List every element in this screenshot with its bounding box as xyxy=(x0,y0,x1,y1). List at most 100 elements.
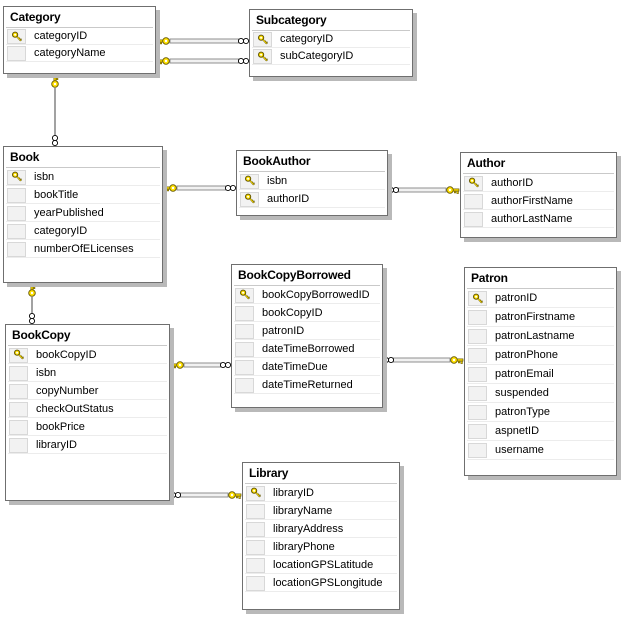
relationship-Category-Subcategory[interactable] xyxy=(156,57,250,65)
row-selector xyxy=(9,383,28,399)
row-selector xyxy=(235,359,254,375)
table-row[interactable]: locationGPSLongitude xyxy=(245,574,397,592)
table-row[interactable]: locationGPSLatitude xyxy=(245,556,397,574)
table-row[interactable]: libraryName xyxy=(245,502,397,520)
table-row[interactable]: isbn xyxy=(239,172,385,190)
table-row[interactable]: authorFirstName xyxy=(463,192,614,210)
table-BookCopy[interactable]: BookCopy bookCopyID isbn copyNumber checkOut… xyxy=(5,324,170,501)
table-row[interactable]: suspended xyxy=(467,384,614,403)
table-columns: isbn authorID xyxy=(239,171,385,213)
table-row[interactable]: dateTimeDue xyxy=(234,358,380,376)
primary-key-icon xyxy=(468,291,487,306)
column-name: copyNumber xyxy=(36,384,99,397)
table-row[interactable]: isbn xyxy=(8,364,167,382)
table-row[interactable]: patronPhone xyxy=(467,346,614,365)
table-Subcategory[interactable]: Subcategory categoryID subCategoryID xyxy=(249,9,413,77)
row-selector xyxy=(468,443,487,458)
primary-key-icon xyxy=(464,175,483,191)
table-row[interactable]: categoryID xyxy=(6,28,153,45)
column-name: username xyxy=(495,444,544,456)
table-row[interactable]: username xyxy=(467,441,614,460)
relationship-Book-BookAuthor[interactable] xyxy=(163,184,237,192)
table-title[interactable]: BookCopyBorrowed xyxy=(238,268,351,282)
column-name: isbn xyxy=(267,174,288,187)
table-title[interactable]: Book xyxy=(10,150,40,164)
table-row[interactable]: copyNumber xyxy=(8,382,167,400)
table-row[interactable]: checkOutStatus xyxy=(8,400,167,418)
table-title[interactable]: BookAuthor xyxy=(243,154,311,168)
table-BookAuthor[interactable]: BookAuthor isbn authorID xyxy=(236,150,388,216)
row-selector xyxy=(246,539,265,555)
table-row[interactable]: categoryID xyxy=(252,31,410,48)
table-title[interactable]: Library xyxy=(249,466,289,480)
table-row[interactable]: bookTitle xyxy=(6,186,160,204)
table-row[interactable]: dateTimeReturned xyxy=(234,376,380,394)
column-name: authorLastName xyxy=(491,212,573,225)
table-row[interactable]: categoryID xyxy=(6,222,160,240)
table-row[interactable]: patronType xyxy=(467,403,614,422)
row-selector xyxy=(9,365,28,381)
table-row[interactable]: patronLastname xyxy=(467,327,614,346)
column-name: categoryID xyxy=(280,33,334,45)
table-title[interactable]: Category xyxy=(10,10,61,24)
table-title[interactable]: Patron xyxy=(471,271,508,285)
row-selector xyxy=(468,310,487,325)
relationship-Author-BookAuthor[interactable] xyxy=(387,186,460,194)
table-row[interactable]: libraryAddress xyxy=(245,520,397,538)
row-selector xyxy=(7,46,26,61)
table-row[interactable]: aspnetID xyxy=(467,422,614,441)
table-row[interactable]: bookCopyID xyxy=(234,304,380,322)
table-row[interactable]: patronID xyxy=(467,289,614,308)
table-row[interactable]: isbn xyxy=(6,168,160,186)
table-row[interactable]: authorID xyxy=(463,174,614,192)
relationship-Category-Book[interactable] xyxy=(51,74,59,147)
table-row[interactable]: patronFirstname xyxy=(467,308,614,327)
table-row[interactable]: patronEmail xyxy=(467,365,614,384)
table-row[interactable]: patronID xyxy=(234,322,380,340)
column-name: libraryID xyxy=(36,438,77,451)
table-row[interactable]: categoryName xyxy=(6,45,153,62)
table-row[interactable]: bookCopyBorrowedID xyxy=(234,286,380,304)
table-row[interactable]: authorID xyxy=(239,190,385,208)
table-row[interactable]: libraryID xyxy=(8,436,167,454)
column-name: dateTimeDue xyxy=(262,360,328,373)
column-name: isbn xyxy=(36,366,57,379)
column-name: locationGPSLongitude xyxy=(273,576,383,589)
column-name: patronType xyxy=(495,406,551,418)
table-row[interactable]: dateTimeBorrowed xyxy=(234,340,380,358)
table-row[interactable]: yearPublished xyxy=(6,204,160,222)
relationship-Patron-BookCopyBorrowed[interactable] xyxy=(382,356,464,364)
column-name: locationGPSLatitude xyxy=(273,558,374,571)
table-row[interactable]: bookCopyID xyxy=(8,346,167,364)
table-row[interactable]: subCategoryID xyxy=(252,48,410,65)
relationship-Book-BookCopy[interactable] xyxy=(28,283,36,325)
column-name: libraryPhone xyxy=(273,540,335,553)
table-title[interactable]: Author xyxy=(467,156,506,170)
table-title[interactable]: BookCopy xyxy=(12,328,71,342)
table-title[interactable]: Subcategory xyxy=(256,13,327,27)
relationship-Category-Subcategory[interactable] xyxy=(156,37,250,45)
row-selector xyxy=(246,503,265,519)
table-row[interactable]: numberOfELicenses xyxy=(6,240,160,258)
row-selector xyxy=(464,211,483,227)
table-row[interactable]: bookPrice xyxy=(8,418,167,436)
row-selector xyxy=(235,323,254,339)
primary-key-icon xyxy=(7,169,26,185)
row-selector xyxy=(9,419,28,435)
table-Author[interactable]: Author authorID authorFirstName authorLastN… xyxy=(460,152,617,238)
row-selector xyxy=(7,241,26,257)
primary-key-icon xyxy=(235,287,254,303)
table-row[interactable]: authorLastName xyxy=(463,210,614,228)
table-row[interactable]: libraryPhone xyxy=(245,538,397,556)
column-name: authorFirstName xyxy=(491,194,573,207)
relationship-BookCopy-BookCopyBorrowed[interactable] xyxy=(170,361,232,369)
relationship-Library-BookCopy[interactable] xyxy=(169,491,242,499)
column-name: isbn xyxy=(34,170,55,183)
table-row[interactable]: libraryID xyxy=(245,484,397,502)
